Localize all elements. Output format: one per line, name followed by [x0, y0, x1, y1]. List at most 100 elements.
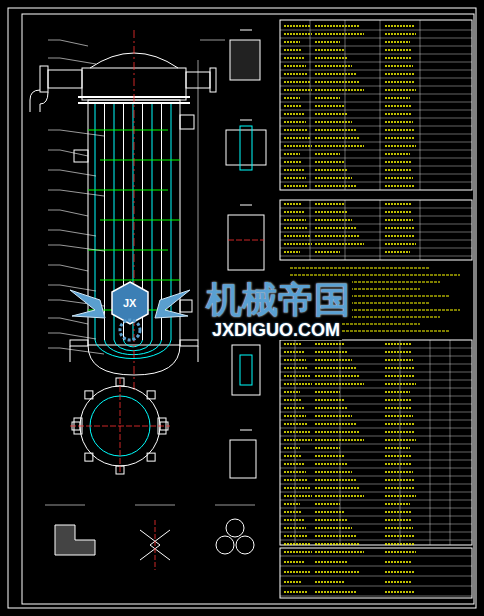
text-mark: [385, 33, 416, 35]
table-row-line: [280, 428, 472, 429]
text-mark: [284, 73, 308, 75]
text-mark: [284, 415, 306, 417]
text-mark: [284, 251, 300, 253]
text-mark: [284, 503, 300, 505]
text-mark: [284, 591, 308, 593]
detail-view: [228, 215, 264, 270]
text-mark: [315, 479, 356, 481]
text-mark: [315, 89, 364, 91]
text-mark: [385, 105, 411, 107]
bolt-lug: [85, 453, 93, 461]
text-mark: [315, 591, 356, 593]
center-line: [120, 378, 121, 474]
section-mark: [240, 205, 252, 206]
table-col-line: [310, 20, 311, 190]
text-mark: [385, 535, 414, 537]
text-mark: [284, 367, 308, 369]
text-mark: [315, 351, 348, 353]
text-mark: [315, 161, 344, 163]
text-mark: [315, 177, 352, 179]
table-col-line: [340, 340, 341, 545]
callout-underline: [48, 230, 60, 231]
text-mark: [315, 383, 364, 385]
leader-line: [60, 333, 96, 339]
text-mark: [284, 211, 304, 213]
text-mark: [385, 479, 414, 481]
callout-underline: [48, 150, 60, 151]
table-row-line: [280, 240, 472, 241]
text-mark: [385, 243, 416, 245]
text-mark: [284, 89, 312, 91]
table-row-line: [280, 412, 472, 413]
text-mark: [315, 487, 360, 489]
watermark-text: 机械帝国: [204, 281, 352, 319]
text-mark: [315, 41, 340, 43]
tube-layout: [226, 519, 244, 537]
baffle: [100, 220, 180, 221]
title-block: [280, 548, 472, 598]
table-row-line: [280, 216, 472, 217]
table-row-line: [280, 420, 472, 421]
text-mark: [284, 33, 312, 35]
text-mark: [385, 203, 411, 205]
table-col-line: [400, 340, 401, 545]
baffle: [88, 190, 168, 191]
table-row-line: [280, 134, 472, 135]
leader-line: [60, 190, 104, 196]
text-mark: [284, 439, 312, 441]
table-row-line: [280, 404, 472, 405]
text-mark: [315, 211, 348, 213]
text-mark: [385, 73, 414, 75]
text-mark: [284, 121, 306, 123]
text-mark: [385, 227, 414, 229]
center-line: [155, 520, 156, 570]
text-mark: [315, 511, 344, 513]
text-mark: [385, 211, 412, 213]
text-mark: [315, 391, 340, 393]
callout-underline: [48, 40, 60, 41]
table-row-line: [280, 372, 472, 373]
table-row-line: [280, 224, 472, 225]
baffle: [100, 280, 180, 281]
bolt-lug: [147, 453, 155, 461]
text-mark: [284, 137, 310, 139]
table-row-line: [280, 208, 472, 209]
text-mark: [315, 235, 360, 237]
text-mark: [385, 185, 414, 187]
text-mark: [385, 121, 413, 123]
text-mark: [315, 439, 364, 441]
bottom-details: [45, 505, 255, 570]
leader-line: [60, 245, 104, 251]
text-mark: [284, 487, 310, 489]
text-mark: [385, 89, 416, 91]
outer-frame: [8, 8, 476, 608]
text-mark: [284, 343, 302, 345]
table-row-line: [280, 452, 472, 453]
text-mark: [284, 203, 302, 205]
text-mark: [315, 527, 352, 529]
bolt-lug: [85, 391, 93, 399]
text-mark: [284, 351, 304, 353]
text-mark: [284, 243, 312, 245]
table-col-line: [420, 20, 421, 190]
table-row-line: [280, 142, 472, 143]
detail-view: [240, 355, 252, 385]
text-mark: [385, 65, 413, 67]
text-mark: [284, 129, 308, 131]
callout-underline: [48, 58, 60, 59]
table-row-line: [280, 30, 472, 31]
callout-underline: [48, 285, 60, 286]
text-mark: [315, 543, 360, 545]
text-mark: [385, 495, 416, 497]
text-mark: [284, 161, 302, 163]
text-mark: [385, 169, 412, 171]
text-mark: [315, 145, 364, 147]
text-mark: [385, 399, 411, 401]
sheet-frame: [8, 8, 476, 608]
text-mark: [315, 463, 348, 465]
text-mark: [284, 169, 304, 171]
leader-line: [60, 210, 88, 216]
leader-line: [60, 348, 104, 354]
table-row-line: [280, 232, 472, 233]
callout-underline: [48, 170, 60, 171]
